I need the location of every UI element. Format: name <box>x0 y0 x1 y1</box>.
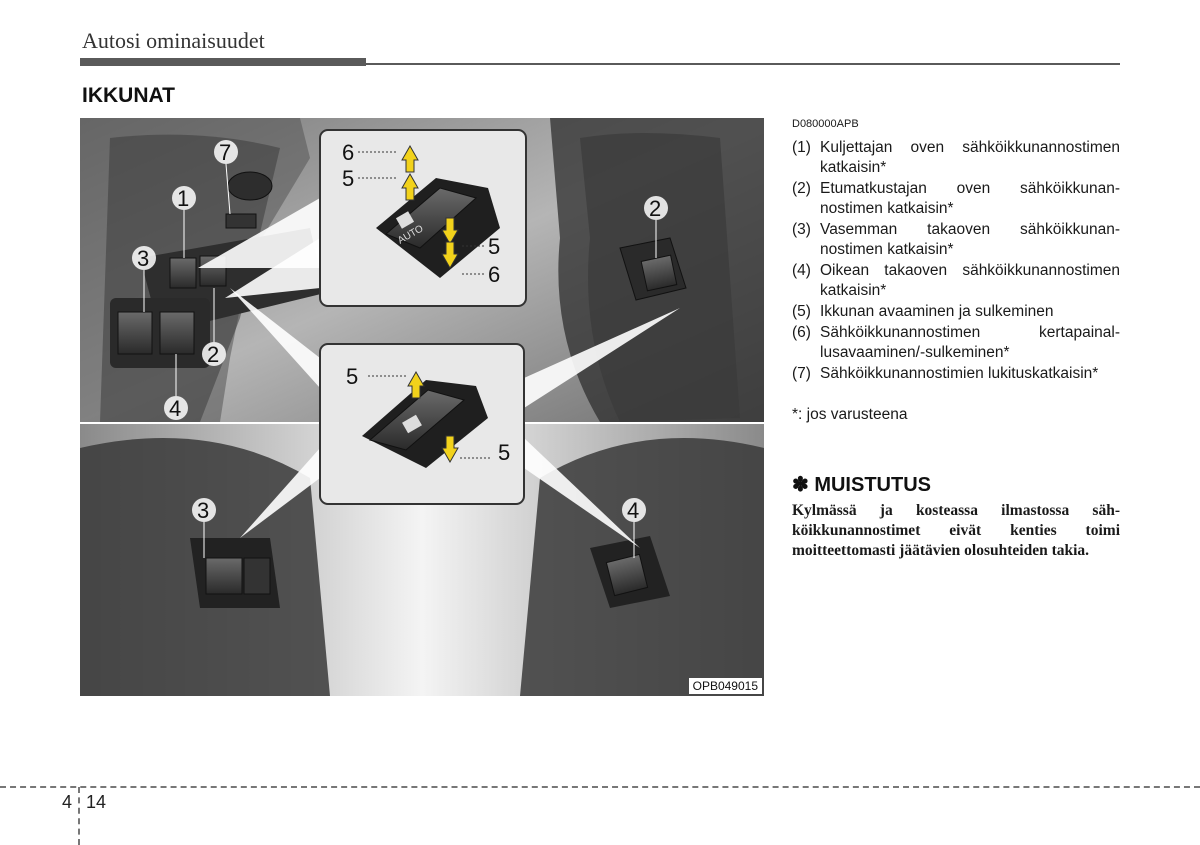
window-switch-illustration: AUTO 6 5 5 6 5 5 7 1 <box>80 118 764 696</box>
list-item: (2)Etumatkustajan oven sähköikkunan­nost… <box>792 180 1120 217</box>
svg-text:4: 4 <box>627 498 639 523</box>
callout-3-bottom: 3 <box>192 498 216 558</box>
callout-7: 7 <box>214 140 238 215</box>
list-item: (6)Sähköikkunannostimen kertapainal­lusa… <box>792 324 1120 361</box>
svg-text:2: 2 <box>649 196 661 221</box>
svg-text:2: 2 <box>207 342 219 367</box>
page-header-title: Autosi ominaisuudet <box>82 28 265 53</box>
footer-vertical-divider <box>78 787 80 845</box>
section-title: IKKUNAT <box>82 84 175 107</box>
chapter-number: 4 <box>62 792 73 812</box>
page-number: 14 <box>86 792 107 812</box>
callout-1: 1 <box>172 186 196 258</box>
figure-code: OPB049015 <box>688 678 762 694</box>
callout-5-bottom: 5 <box>488 234 500 259</box>
explanation-column: D080000APB (1)Kuljettajan oven sähköikku… <box>792 118 1120 561</box>
note-title: ✽ MUISTUTUS <box>792 474 931 496</box>
list-item: (7)Sähköikkunannostimien lukituskat­kais… <box>792 365 1099 382</box>
callout-6-bottom: 6 <box>488 262 500 287</box>
svg-text:3: 3 <box>137 246 149 271</box>
callout-3-top: 3 <box>132 246 156 312</box>
callout-6-top: 6 <box>342 140 354 165</box>
callout-2-right: 2 <box>644 196 668 258</box>
note-body: Kylmässä ja kosteassa ilmastossa säh­köi… <box>792 502 1120 559</box>
legend-list: (1)Kuljettajan oven sähköikkunannosti­me… <box>792 138 1120 384</box>
callout-4-bottom: 4 <box>622 498 646 558</box>
callout-4-top: 4 <box>164 354 188 421</box>
footnote: *: jos varusteena <box>792 406 908 423</box>
svg-text:7: 7 <box>219 140 231 165</box>
callout-5-lower-inset2: 5 <box>498 440 510 465</box>
svg-text:3: 3 <box>197 498 209 523</box>
footer-divider <box>0 786 1200 788</box>
callout-5-upper-inset2: 5 <box>346 364 358 389</box>
list-item: (1)Kuljettajan oven sähköikkunannosti­me… <box>792 139 1120 176</box>
callout-5-top: 5 <box>342 166 354 191</box>
svg-text:1: 1 <box>177 186 189 211</box>
svg-text:4: 4 <box>169 396 181 421</box>
illustration-svg: AUTO 6 5 5 6 5 5 7 1 <box>80 118 764 696</box>
section-code: D080000APB <box>792 118 859 130</box>
list-item: (5)Ikkunan avaaminen ja sulkeminen <box>792 303 1054 320</box>
header-rule-thin <box>366 63 1120 65</box>
list-item: (4)Oikean takaoven sähköikkunannosti­men… <box>792 262 1120 299</box>
list-item: (3)Vasemman takaoven sähköikkunan­nostim… <box>792 221 1120 258</box>
header-rule-thick <box>80 58 366 66</box>
callout-2-top: 2 <box>202 288 226 367</box>
